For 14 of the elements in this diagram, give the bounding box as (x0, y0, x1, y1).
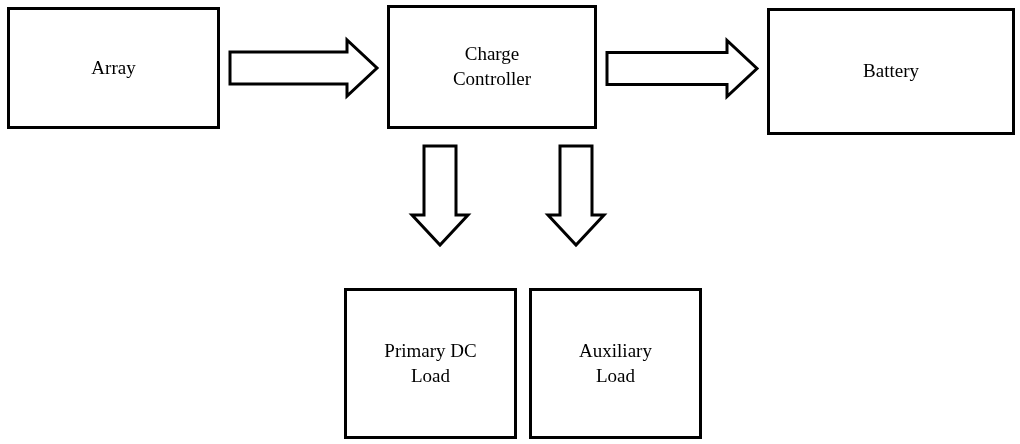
block-arrow (544, 144, 608, 248)
block-arrow (605, 37, 760, 100)
process-box (529, 288, 702, 439)
box-label: Array (91, 55, 136, 80)
process-box (7, 7, 220, 129)
box-label: Auxiliary Load (578, 338, 653, 388)
block-arrow (228, 36, 380, 100)
process-box (387, 5, 597, 129)
process-box (344, 288, 517, 439)
block-arrow (408, 144, 472, 248)
process-box (767, 8, 1015, 135)
box-label: Battery (863, 59, 919, 84)
box-label: Charge Controller (451, 42, 533, 91)
box-label: Primary DC Load (383, 338, 478, 388)
